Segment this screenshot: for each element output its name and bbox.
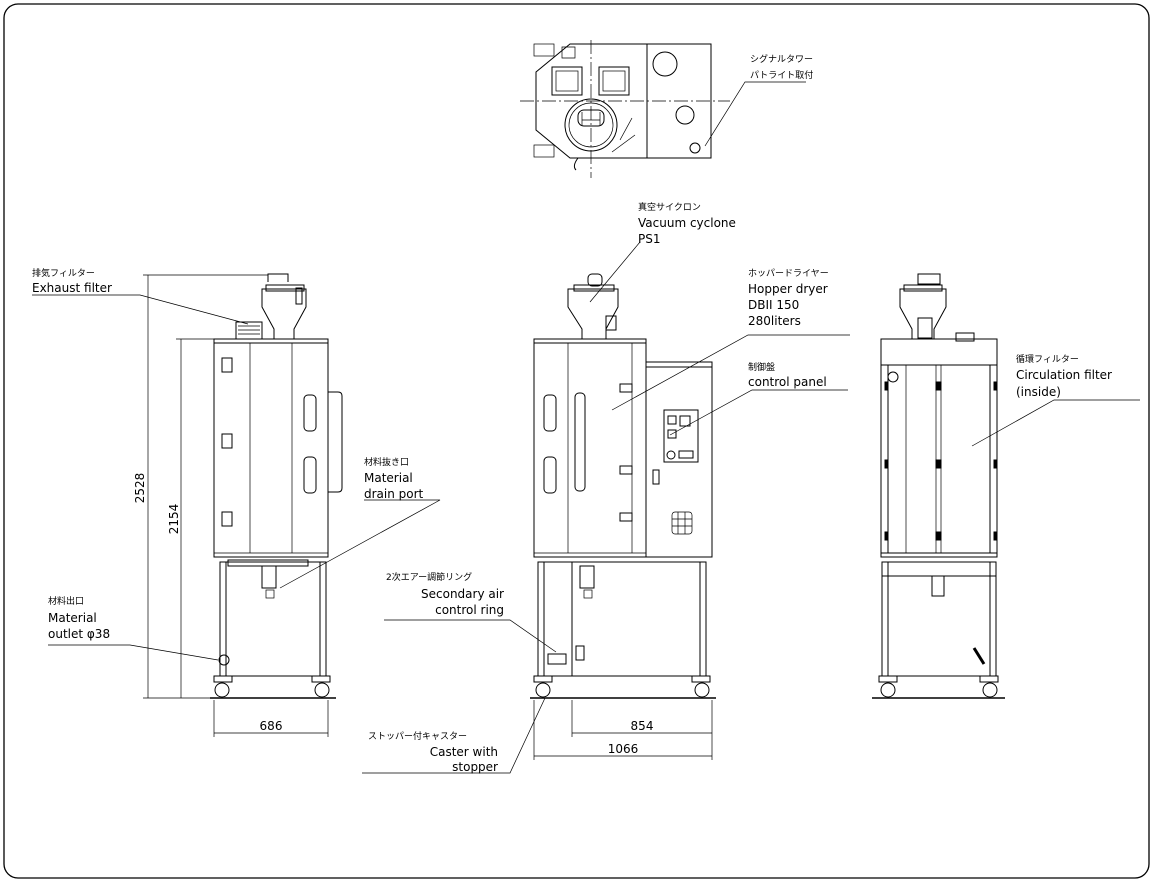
side-view bbox=[32, 273, 441, 737]
hopper-label-en3: 280liters bbox=[748, 314, 801, 328]
outlet-label-en1: Material bbox=[48, 611, 97, 625]
cyclone-label-en2: PS1 bbox=[638, 232, 661, 246]
front-view bbox=[362, 241, 850, 774]
drawing-frame bbox=[3, 3, 1150, 879]
cyclone-label-jp: 真空サイクロン bbox=[638, 201, 701, 213]
caster-label-en1: Caster with bbox=[430, 745, 498, 759]
panel-label-en: control panel bbox=[748, 375, 827, 389]
rear-view bbox=[872, 273, 1140, 699]
front-total-width-dim: 1066 bbox=[608, 742, 639, 756]
circ-label-en1: Circulation filter bbox=[1016, 368, 1112, 382]
circ-label-en2: (inside) bbox=[1016, 385, 1061, 399]
caster-label-jp: ストッパー付キャスター bbox=[368, 731, 467, 742]
secondary-label-en2: control ring bbox=[435, 603, 504, 617]
drain-label-en2: drain port bbox=[364, 487, 424, 501]
total-height-dim: 2528 bbox=[133, 473, 147, 504]
drain-label-jp: 材料抜き口 bbox=[364, 456, 409, 468]
caster-label-en2: stopper bbox=[452, 760, 498, 774]
hopper-label-en2: DBII 150 bbox=[748, 298, 799, 312]
drain-label-en1: Material bbox=[364, 471, 413, 485]
secondary-label-en1: Secondary air bbox=[421, 587, 504, 601]
exhaust-label-en: Exhaust filter bbox=[32, 281, 112, 295]
body-height-dim: 2154 bbox=[167, 504, 181, 535]
signal-tower-jp1: シグナルタワー bbox=[750, 53, 813, 65]
hopper-label-en1: Hopper dryer bbox=[748, 282, 828, 296]
panel-label-jp: 制御盤 bbox=[748, 361, 775, 373]
cyclone-label-en1: Vacuum cyclone bbox=[638, 216, 736, 230]
secondary-label-jp: 2次エアー調節リング bbox=[386, 571, 472, 583]
side-width-dim: 686 bbox=[260, 719, 283, 733]
signal-tower-jp2: パトライト取付 bbox=[750, 70, 813, 81]
exhaust-label-jp: 排気フィルター bbox=[32, 267, 95, 279]
outlet-label-jp: 材料出口 bbox=[48, 595, 84, 607]
hopper-label-jp: ホッパードライヤー bbox=[748, 268, 829, 279]
front-inner-width-dim: 854 bbox=[631, 719, 654, 733]
circ-label-jp: 循環フィルター bbox=[1016, 353, 1079, 365]
top-view bbox=[520, 40, 806, 178]
outlet-label-en2: outlet φ38 bbox=[48, 627, 110, 641]
